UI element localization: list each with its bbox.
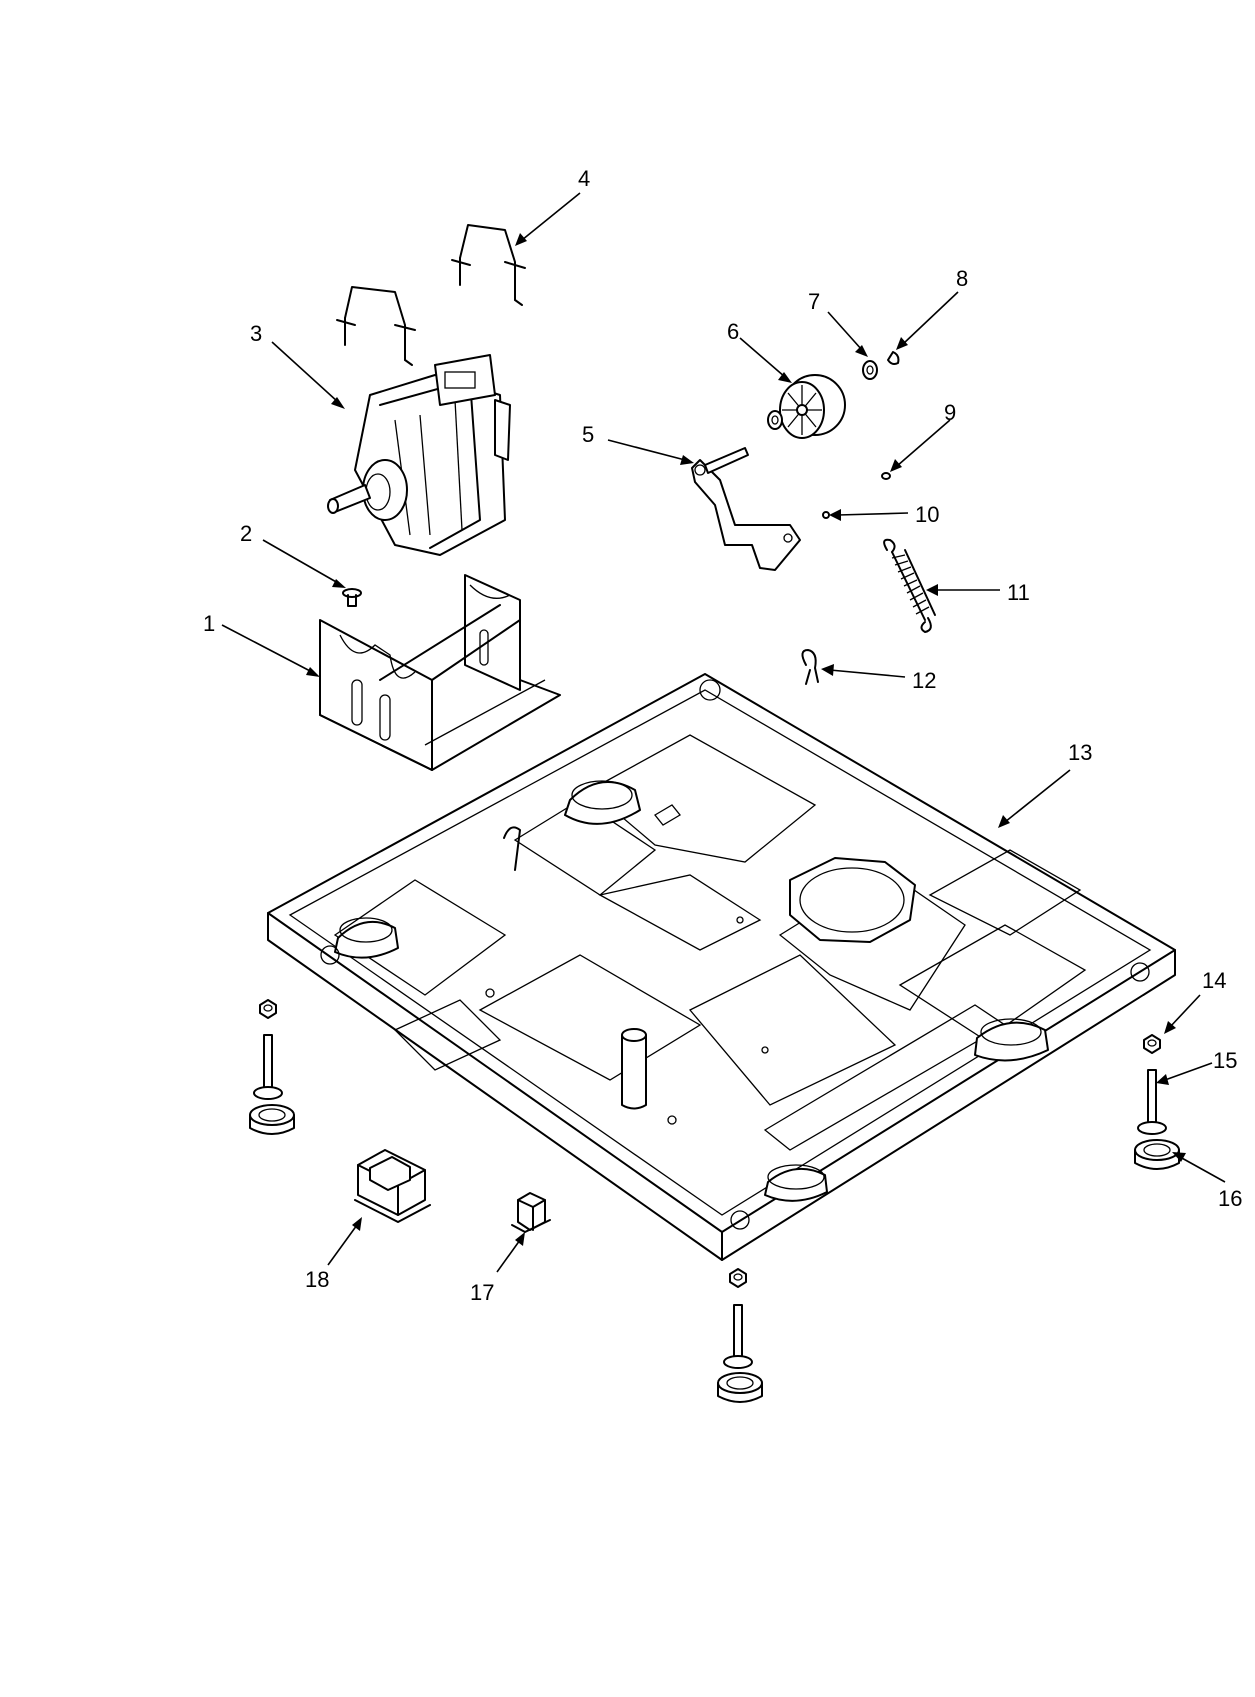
spring-hook-screw	[881, 472, 891, 480]
callout-15: 15	[1213, 1048, 1237, 1073]
small-nut	[822, 511, 830, 519]
callout-10: 10	[915, 502, 939, 527]
callout-17: 17	[470, 1280, 494, 1305]
capacitor	[511, 1192, 551, 1233]
callout-3: 3	[250, 321, 262, 346]
callout-14: 14	[1202, 968, 1226, 993]
motor-clamp-lower	[336, 286, 416, 366]
transformer	[354, 1149, 431, 1223]
callout-11: 11	[1007, 580, 1030, 605]
callout-8: 8	[956, 266, 968, 291]
leveling-foot-front	[717, 1268, 763, 1403]
base-plate	[267, 673, 1176, 1261]
motor-clamp-upper	[451, 224, 526, 306]
mount-screw	[342, 588, 362, 607]
callout-9: 9	[944, 400, 956, 425]
callout-labels: 1 2 3 4 5 6 7 8 9 10 11 12 13 14 15 16 1…	[203, 166, 1242, 1305]
base-center-post	[621, 1028, 647, 1110]
leader-lines	[221, 192, 1226, 1273]
base-dome-right	[974, 1018, 1049, 1062]
base-dome-rear	[564, 780, 641, 825]
callout-2: 2	[240, 521, 252, 546]
tension-spring	[883, 538, 936, 633]
base-dome-front	[764, 1164, 828, 1202]
callout-12: 12	[912, 668, 936, 693]
callout-18: 18	[305, 1267, 329, 1292]
retaining-clip	[887, 351, 900, 365]
pulley-washer	[862, 360, 878, 380]
callout-6: 6	[727, 319, 739, 344]
callout-4: 4	[578, 166, 590, 191]
leveling-foot-right	[1134, 1034, 1180, 1170]
idler-pulley	[767, 374, 846, 439]
callout-16: 16	[1218, 1186, 1242, 1211]
leveling-foot-left	[249, 999, 295, 1135]
callout-13: 13	[1068, 740, 1092, 765]
idler-arm	[691, 447, 801, 571]
callout-1: 1	[203, 611, 215, 636]
hairpin-clip	[801, 649, 819, 685]
base-dome-left	[334, 917, 399, 959]
callout-5: 5	[582, 422, 594, 447]
motor-mount-bracket	[319, 574, 561, 771]
callout-7: 7	[808, 289, 820, 314]
drive-motor	[327, 354, 511, 556]
